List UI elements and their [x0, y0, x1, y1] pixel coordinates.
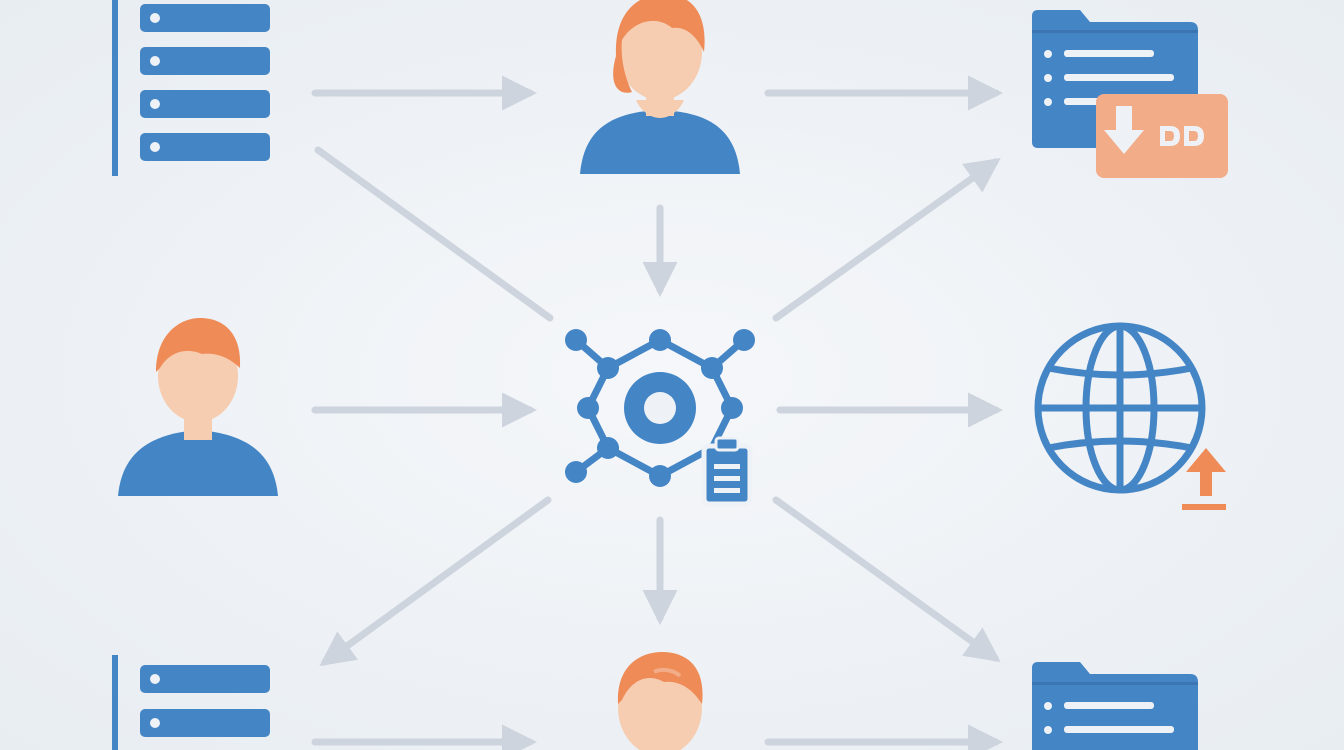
- server-rack-icon: [112, 655, 270, 750]
- server-rack-icon: [112, 0, 270, 176]
- upload-arrow-icon: [1182, 448, 1226, 510]
- clipboard-icon: [701, 436, 753, 507]
- edge-hub-to-window-bottom: [772, 496, 1001, 663]
- edge-server-top-to-hub: [314, 146, 554, 322]
- user-avatar-icon: [118, 318, 278, 496]
- user-avatar-icon: [617, 652, 703, 750]
- app-window-download-icon: [1032, 10, 1228, 178]
- edge-hub-to-window-top: [772, 157, 1001, 322]
- globe-upload-icon: [1034, 322, 1226, 510]
- app-window-icon: [1032, 662, 1198, 750]
- download-badge: [1096, 94, 1228, 178]
- user-avatar-icon: [580, 0, 740, 174]
- edge-hub-to-server-bottom: [319, 496, 552, 667]
- edge-group: [311, 75, 1003, 750]
- network-hub-icon: [565, 329, 755, 507]
